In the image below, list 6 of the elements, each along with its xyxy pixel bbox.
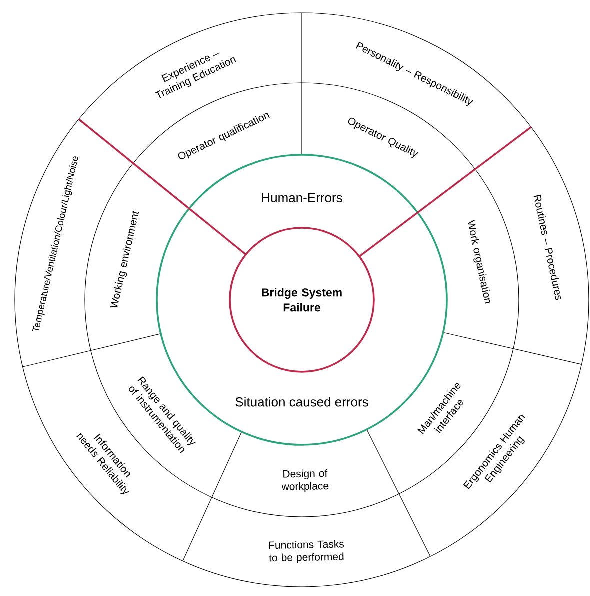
- ring-label: Situation caused errors: [236, 397, 368, 407]
- segment-label: Work organisation: [468, 220, 490, 304]
- segment-label: Functions Tasks to be performed: [269, 540, 344, 564]
- segment-label: Design of workplace: [282, 469, 329, 492]
- segment-label: Routines – Procedures: [534, 194, 562, 300]
- ring-label: Human-Errors: [262, 193, 342, 203]
